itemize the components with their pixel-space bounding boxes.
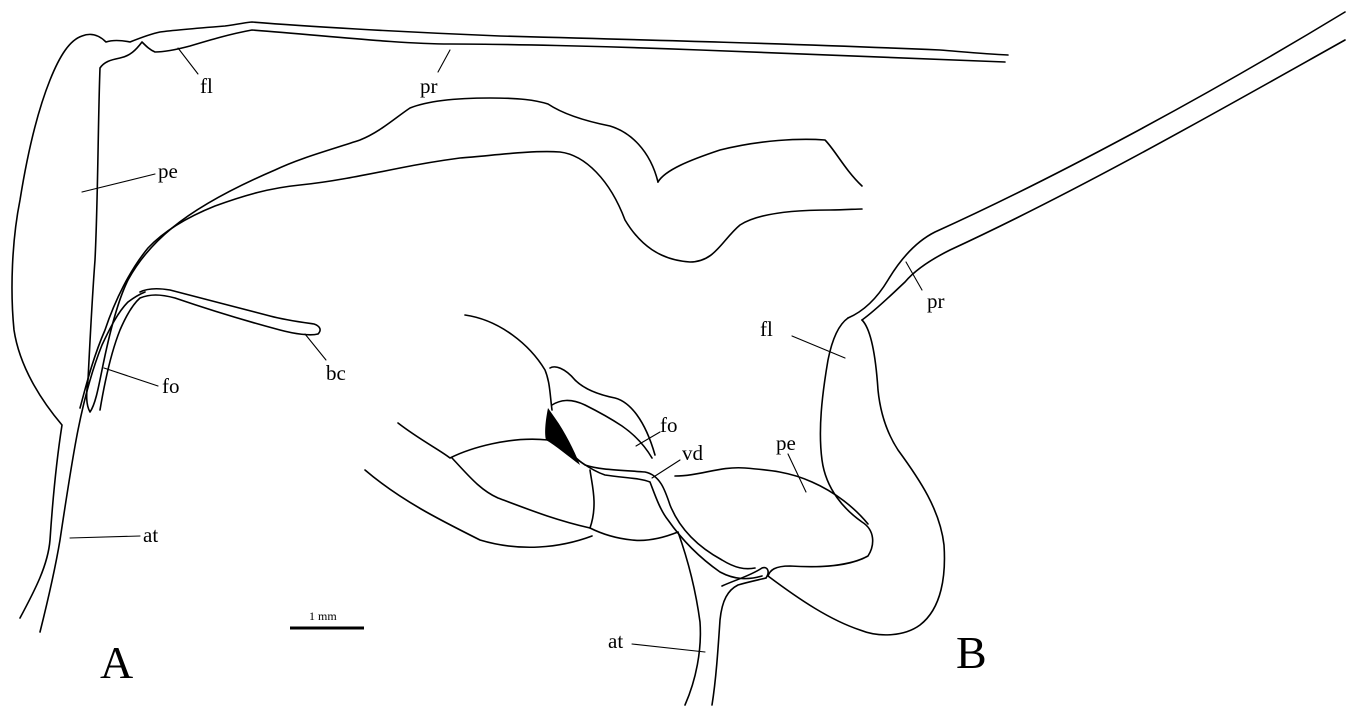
panel-a-bursa-duct <box>100 289 320 410</box>
panel-a-leader-at <box>70 536 140 538</box>
panel-b-atrium-right <box>712 578 766 705</box>
panel-b-atrium-left <box>590 528 700 705</box>
panel-a-channel-outer <box>40 292 145 632</box>
panel-a: fl pr pe fo bc at A <box>12 22 1008 688</box>
panel-a-letter: A <box>100 637 133 688</box>
panel-a-leader-fo <box>104 368 158 386</box>
scale-bar-label: 1 mm <box>309 609 337 623</box>
panel-b-leader-pe <box>788 454 806 492</box>
panel-a-label-pe: pe <box>158 159 178 183</box>
panel-a-leader-pr <box>438 50 450 72</box>
panel-b-label-pe: pe <box>776 431 796 455</box>
panel-a-label-at: at <box>143 523 158 547</box>
panel-b-label-pr: pr <box>927 289 945 313</box>
panel-b-left-lobe-upper <box>398 423 548 458</box>
panel-b-label-fl: fl <box>760 317 773 341</box>
panel-b-left-lobe-inner <box>452 458 594 528</box>
panel-b-upper-lobe <box>465 315 552 410</box>
panel-a-label-pr: pr <box>420 74 438 98</box>
panel-a-penis-lower-wall <box>80 152 862 408</box>
panel-a-leader-fl <box>178 48 198 74</box>
panel-b-label-vd: vd <box>682 441 704 465</box>
panel-b-prostate-inner <box>862 40 1345 320</box>
panel-b-dark-tissue <box>545 408 580 465</box>
panel-b-label-fo: fo <box>660 413 678 437</box>
panel-b-leader-pr <box>906 262 922 290</box>
panel-b-leader-at <box>632 644 705 652</box>
panel-a-leader-pe <box>82 174 155 192</box>
panel-a-leader-bc <box>305 334 326 360</box>
panel-a-inner-wall <box>87 30 1005 412</box>
panel-b-flagellum-outer <box>768 318 944 635</box>
panel-b-prostate-outer <box>848 12 1345 318</box>
panel-a-outer-wall <box>12 22 1008 618</box>
panel-b-leader-fl <box>792 336 845 358</box>
panel-b-letter: B <box>956 627 987 678</box>
panel-b-left-lobe-lower <box>365 470 592 547</box>
panel-a-penis-ridge <box>658 139 862 186</box>
panel-a-label-fo: fo <box>162 374 180 398</box>
panel-a-label-fl: fl <box>200 74 213 98</box>
panel-b-label-at: at <box>608 629 623 653</box>
panel-a-label-bc: bc <box>326 361 346 385</box>
panel-b: fl pr fo vd pe at B <box>365 12 1345 705</box>
scale-bar: 1 mm <box>290 609 364 628</box>
panel-b-penis-inner <box>675 468 868 524</box>
